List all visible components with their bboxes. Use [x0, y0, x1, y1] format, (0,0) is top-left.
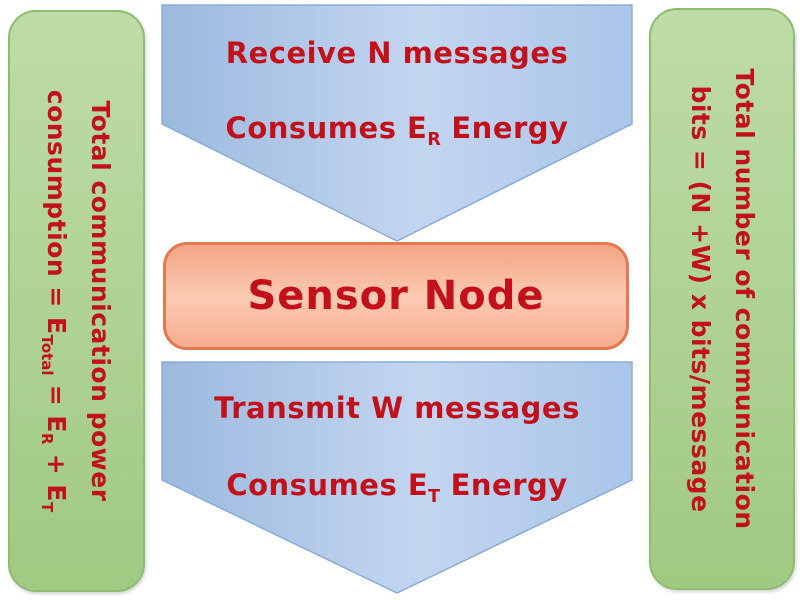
- left-panel-line2: consumption = ETotal = ER + ET: [38, 89, 71, 513]
- bottom-arrow-text: Transmit W messages Consumes ET Energy: [161, 361, 633, 507]
- bottom-arrow-polygon: [161, 361, 633, 594]
- top-arrow-line2: Consumes ER Energy: [225, 110, 569, 150]
- top-arrow-line1: Receive N messages: [225, 36, 569, 70]
- left-panel: Total communication power consumption = …: [8, 10, 145, 592]
- right-panel-rotated-text: Total number of communication bits = (N …: [656, 16, 788, 582]
- top-down-arrow-shape: [161, 4, 633, 242]
- right-panel-line1: Total number of communication: [730, 68, 759, 530]
- top-arrow-polygon: [161, 4, 633, 242]
- left-panel-rotated-text: Total communication power consumption = …: [11, 18, 143, 584]
- top-arrow-text: Receive N messages Consumes ER Energy: [161, 4, 633, 150]
- sensor-node-label: Sensor Node: [247, 273, 545, 319]
- bottom-arrow-line2: Consumes ET Energy: [226, 467, 568, 507]
- bottom-down-arrow-shape: [161, 361, 633, 594]
- bottom-arrow-line1: Transmit W messages: [214, 391, 580, 425]
- right-panel: Total number of communication bits = (N …: [649, 8, 795, 590]
- sensor-node-box: Sensor Node: [163, 242, 629, 350]
- right-panel-line2: bits = (N +W) x bits/message: [686, 85, 715, 513]
- left-panel-line1: Total communication power: [86, 100, 115, 502]
